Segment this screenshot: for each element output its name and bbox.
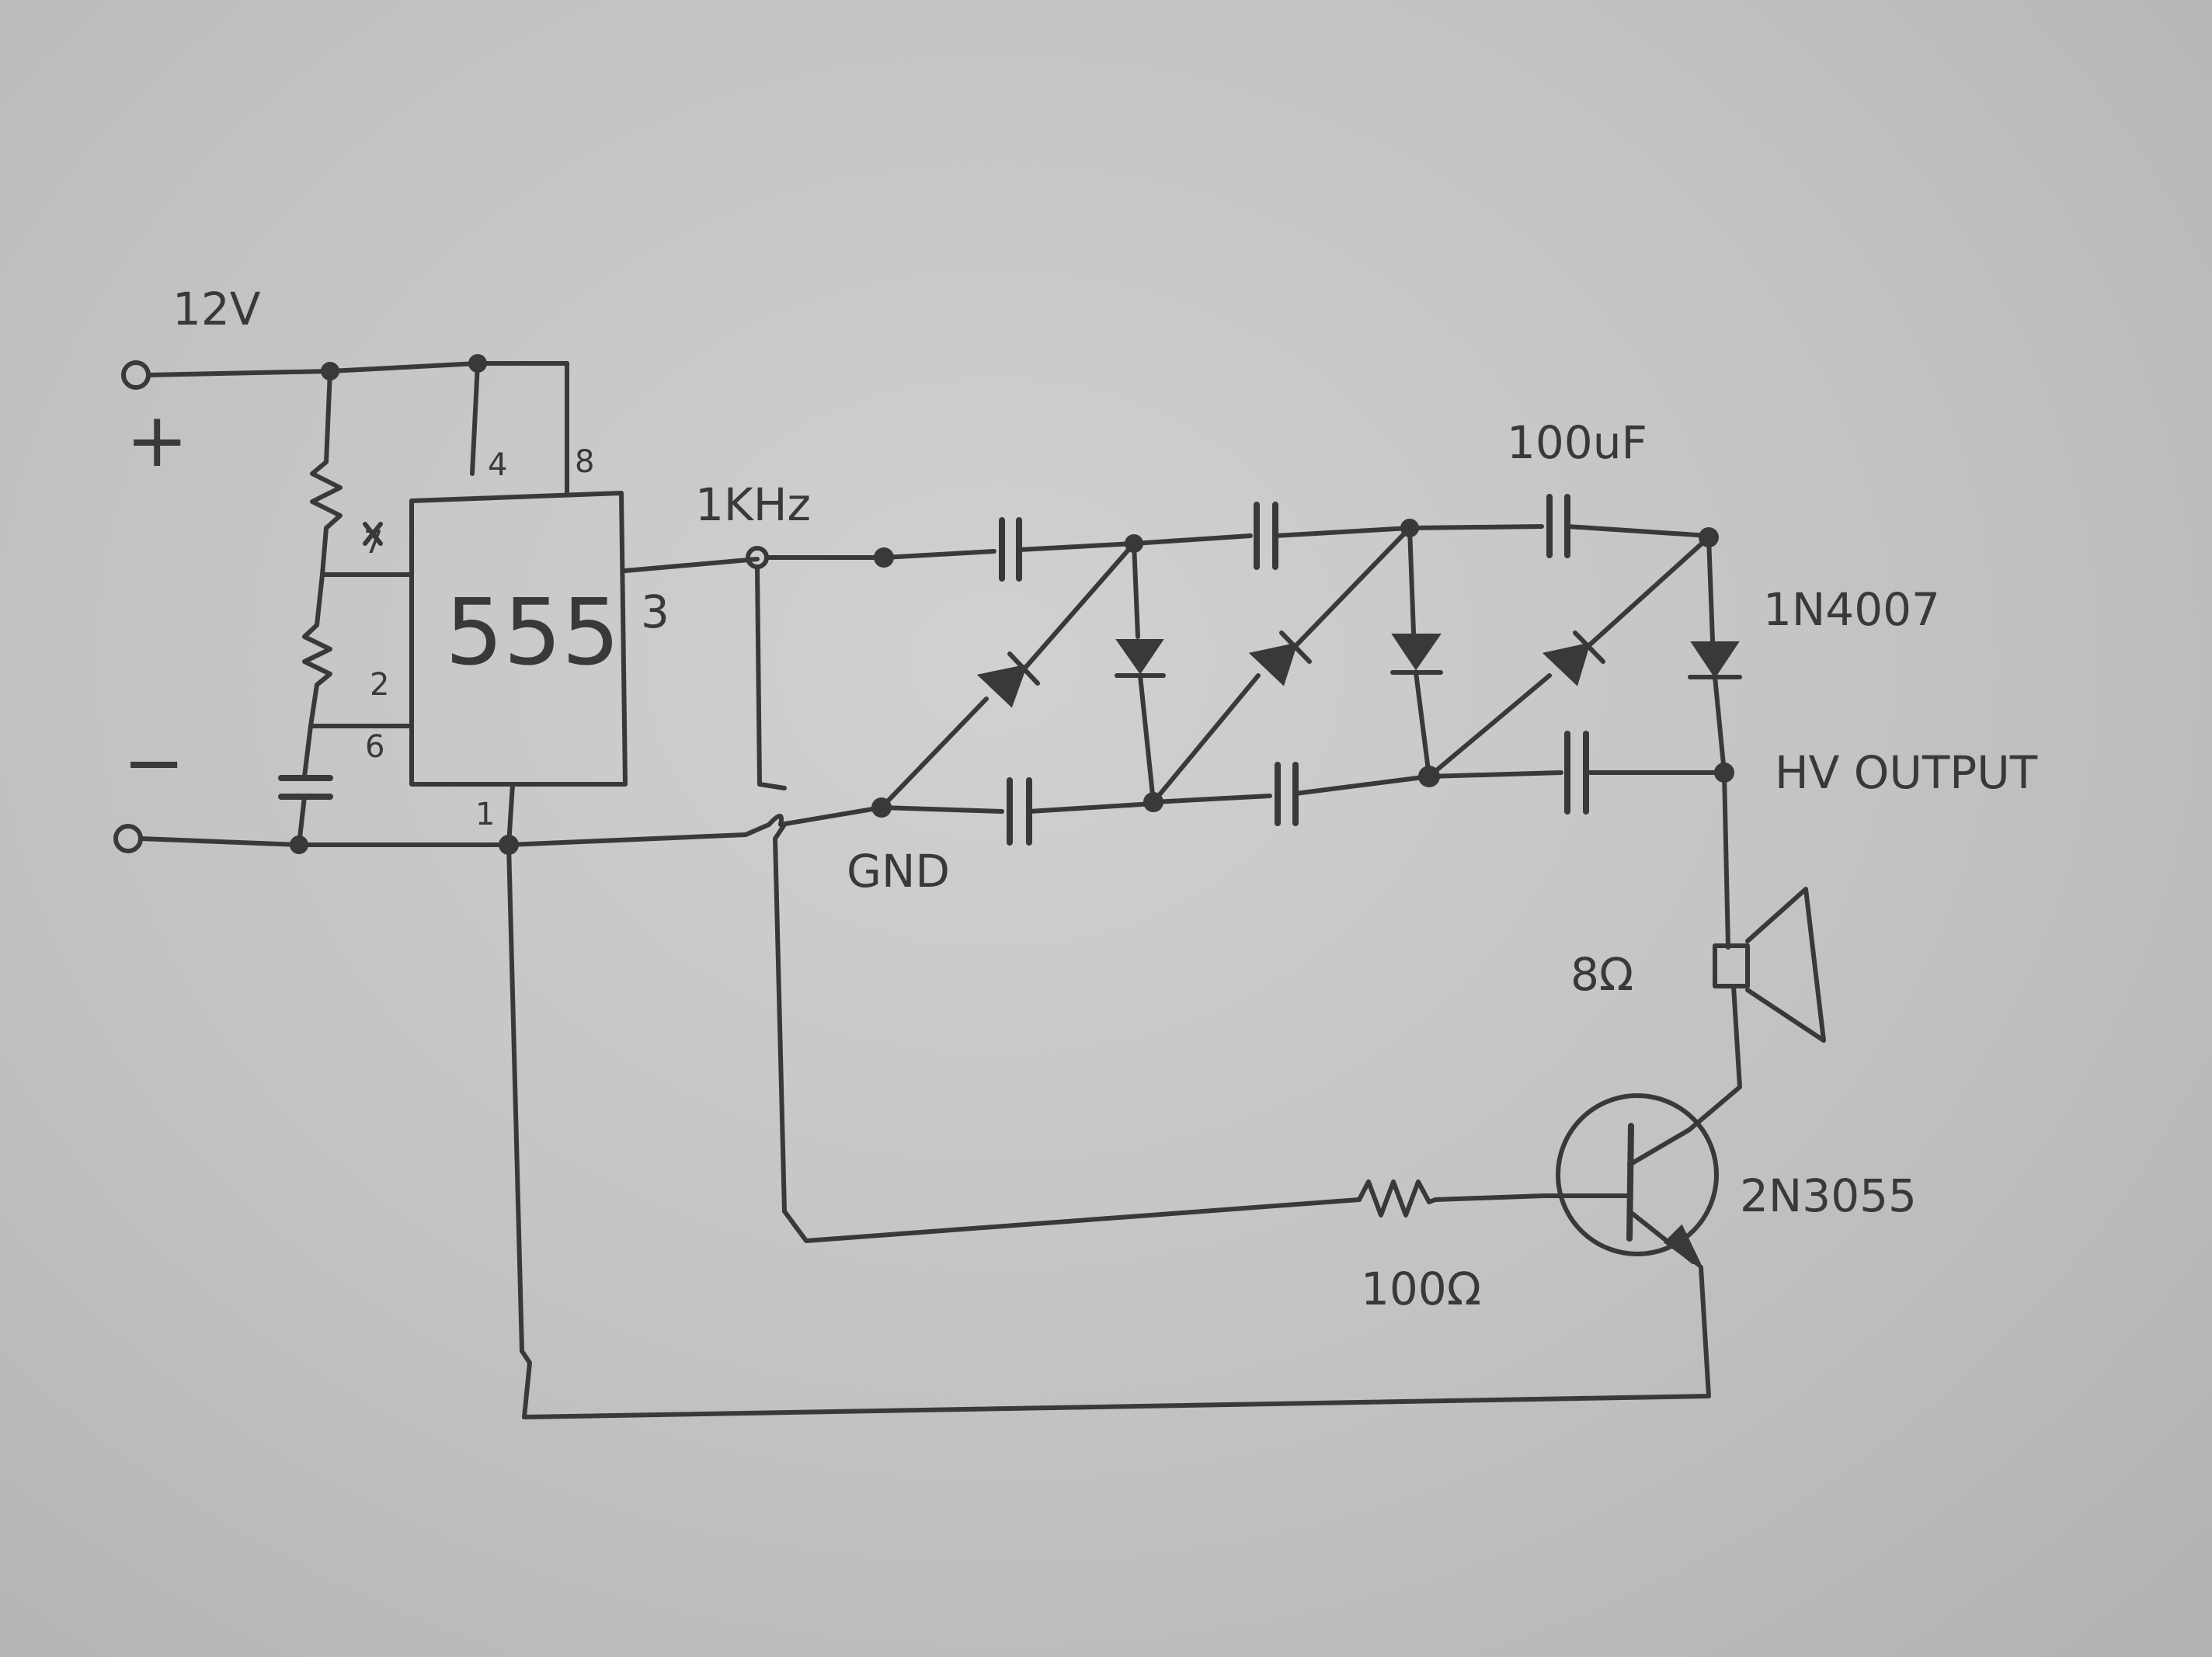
- ladder-diode: [1115, 639, 1164, 675]
- transistor: [506, 842, 1719, 1419]
- timer-ic: 555 4 8 7 2 6 1 3: [363, 444, 760, 847]
- ladder-diode: [976, 664, 1028, 708]
- ladder-diode: [1542, 642, 1591, 686]
- ladder-capacitor: [1007, 777, 1032, 846]
- ladder-capacitor: [1564, 731, 1589, 815]
- negative-terminal: [113, 824, 143, 853]
- speaker: [1687, 770, 1826, 1132]
- base-resistor: [1357, 1179, 1438, 1218]
- resistor-label: 100Ω: [1361, 1263, 1481, 1315]
- supply-voltage-label: 12V: [172, 283, 261, 335]
- hv-output-label: HV OUTPUT: [1775, 746, 2038, 799]
- ladder-capacitor: [999, 517, 1022, 582]
- speaker-label: 8Ω: [1570, 948, 1633, 1001]
- transistor-body: [1556, 1093, 1719, 1256]
- junction-node: [468, 354, 487, 373]
- speaker-coil: [1713, 943, 1750, 988]
- ladder-diode: [1248, 642, 1298, 686]
- ladder-diode: [1391, 634, 1442, 671]
- ladder-capacitor: [1546, 494, 1570, 558]
- plus-label: +: [126, 397, 188, 484]
- ladder-capacitor: [1254, 502, 1278, 570]
- pin-3-label: 3: [641, 585, 670, 638]
- pin-6-label: 6: [365, 729, 384, 765]
- minus-label: −: [123, 719, 185, 806]
- transistor-label: 2N3055: [1740, 1169, 1917, 1222]
- timing-network: [278, 369, 414, 847]
- timing-capacitor: [278, 775, 333, 800]
- pin-2-label: 2: [370, 667, 389, 703]
- timing-resistor-2: [302, 623, 332, 687]
- pin-4-label: 4: [488, 447, 507, 483]
- pin-7-label: 7: [363, 525, 383, 561]
- ladder-capacitor: [1275, 762, 1299, 826]
- emitter-arrow: [1663, 1224, 1702, 1269]
- diode-label: 1N4007: [1763, 583, 1940, 636]
- timing-resistor-1: [310, 460, 343, 530]
- pin-1-label: 1: [475, 797, 495, 832]
- frequency-label: 1KHz: [695, 478, 811, 531]
- positive-terminal: [121, 360, 151, 390]
- capacitor-label: 100uF: [1507, 416, 1647, 469]
- speaker-cone: [1745, 887, 1826, 1043]
- ground-label: GND: [847, 845, 950, 898]
- negative-rail: [113, 805, 884, 855]
- ladder-diode: [1690, 641, 1740, 679]
- ic-label: 555: [445, 578, 620, 686]
- pin-8-label: 8: [575, 444, 594, 480]
- voltage-multiplier: [879, 494, 1742, 846]
